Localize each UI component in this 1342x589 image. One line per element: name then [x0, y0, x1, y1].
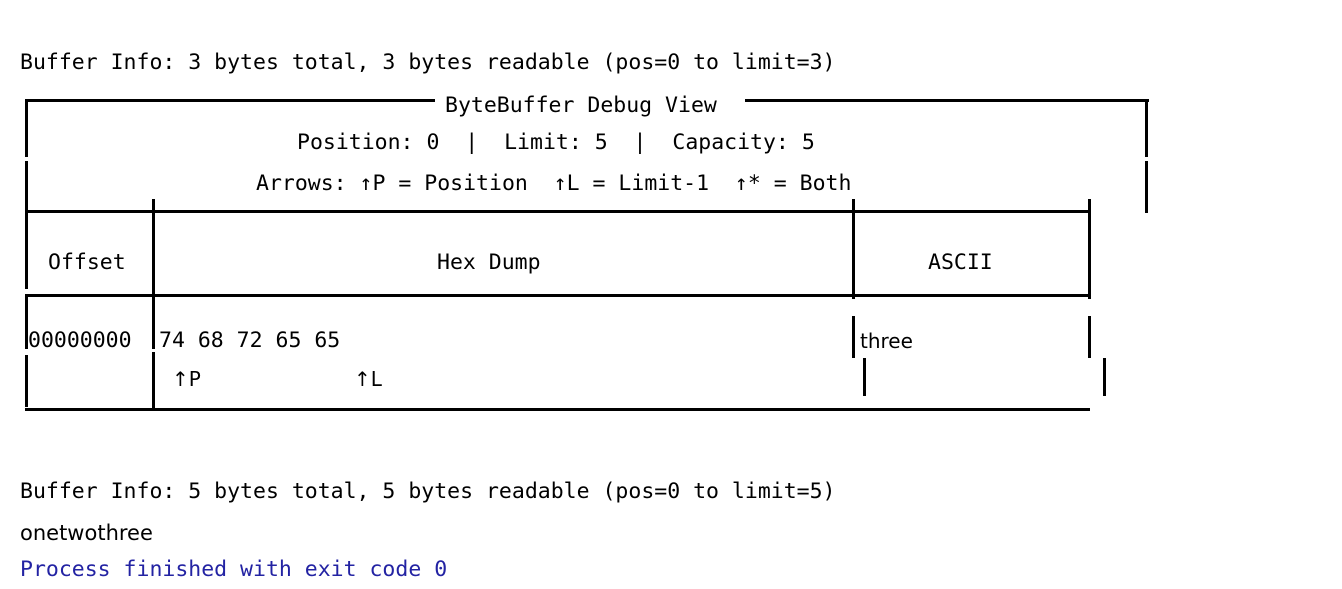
buffer-stats-line: Position: 0 | Limit: 5 | Capacity: 5: [297, 130, 815, 155]
box-left-pipe-stats: [25, 101, 28, 157]
table-border-left-header: [25, 213, 28, 289]
box-top-border-left: [25, 99, 435, 102]
marker-divider-ascii: [863, 358, 866, 396]
table-rule-top: [25, 210, 1090, 213]
table-divider-ascii-row: [852, 316, 855, 358]
box-right-pipe-stats: [1145, 101, 1148, 157]
process-exit-line: Process finished with exit code 0: [20, 557, 448, 582]
table-divider-offset-header: [152, 199, 155, 299]
row-offset-value: 00000000: [28, 328, 132, 353]
box-top-border-right: [745, 99, 1149, 102]
limit-marker: ↑L: [354, 367, 382, 391]
column-header-offset: Offset: [48, 250, 126, 275]
buffer-info-line-1: Buffer Info: 3 bytes total, 3 bytes read…: [20, 50, 836, 75]
table-rule-header-separator: [25, 294, 1090, 297]
marker-border-left: [25, 355, 28, 407]
debug-view-title: ByteBuffer Debug View: [437, 86, 725, 125]
box-left-pipe-legend: [25, 161, 28, 213]
column-header-hex-dump: Hex Dump: [437, 250, 541, 275]
table-border-right-row: [1088, 316, 1091, 358]
box-right-pipe-legend: [1145, 161, 1148, 213]
program-result-line: onetwothree: [20, 521, 153, 545]
row-hex-dump-value: 74 68 72 65 65: [159, 328, 341, 353]
position-marker: ↑P: [172, 367, 201, 391]
arrow-legend-line: Arrows: ↑P = Position ↑L = Limit-1 ↑* = …: [256, 171, 852, 196]
buffer-info-line-2: Buffer Info: 5 bytes total, 5 bytes read…: [20, 479, 836, 504]
console-output: Buffer Info: 3 bytes total, 3 bytes read…: [20, 50, 1149, 582]
table-divider-offset-row: [152, 297, 155, 349]
row-ascii-value: three: [860, 329, 913, 353]
marker-divider-offset: [152, 352, 155, 410]
table-divider-ascii-header: [852, 199, 855, 299]
marker-border-right: [1103, 358, 1106, 396]
table-rule-bottom: [25, 408, 1090, 411]
table-border-left-row: [25, 297, 28, 349]
table-border-right-header: [1088, 199, 1091, 299]
column-header-ascii: ASCII: [928, 250, 993, 275]
